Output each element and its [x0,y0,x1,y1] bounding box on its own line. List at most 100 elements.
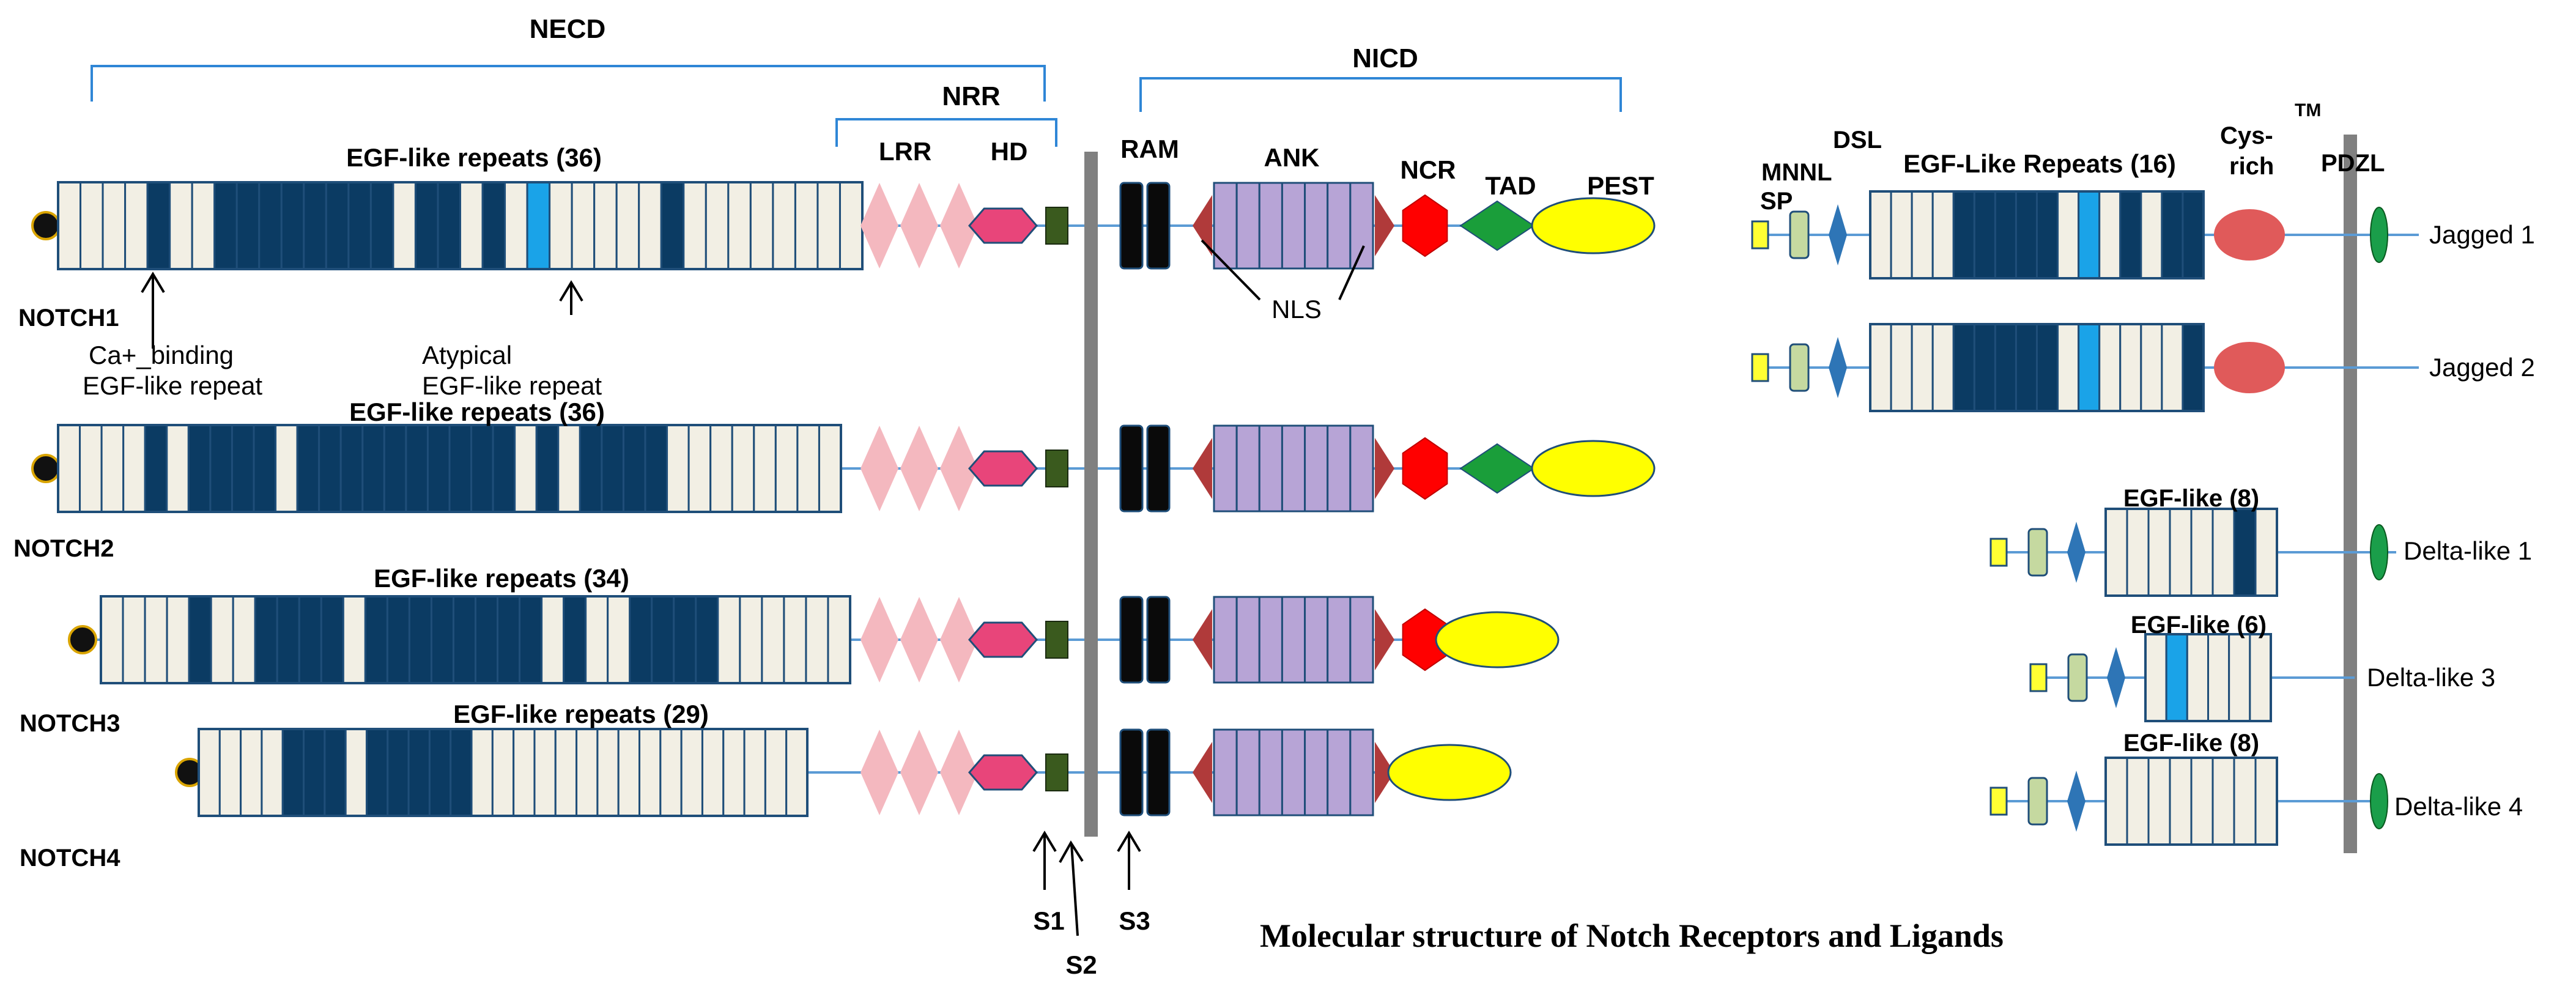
delta1-egf-repeat [2126,508,2150,597]
ram-label: RAM [1120,135,1179,163]
notch1-egf-repeat [705,181,730,270]
jagged1-egf-repeat [2140,190,2163,279]
notch3-egf-repeat [342,595,366,684]
notch4-egf-repeat [365,728,389,817]
notch4-egf-repeat [743,728,766,817]
notch3-egf-repeat [673,595,697,684]
nicd-bracket [1139,77,1622,112]
notch3-egf-repeat [783,595,807,684]
notch4-egf-repeat [428,728,452,817]
notch1-lrr [900,183,938,268]
delta1-egf-repeat [2254,508,2278,597]
notch4-egf-repeat [513,728,536,817]
notch1-egf-repeat [146,181,171,270]
pest-label: PEST [1587,171,1654,200]
jagged1-egf-repeat [1973,190,1996,279]
tm-label: TM [2295,100,2321,120]
notch3-egf-repeat [210,595,234,684]
delta3-egf-repeat [2228,633,2251,722]
notch4-egf-repeat [576,728,599,817]
notch2-ncr [1402,437,1448,500]
notch2-egf-repeat [339,424,364,513]
notch2-egf-repeat [492,424,516,513]
notch2-egf-repeat [426,424,451,513]
notch3-egf-repeat [519,595,543,684]
figure-caption: Molecular structure of Notch Receptors a… [1260,917,2004,954]
delta3-egf-repeats [2144,633,2272,722]
notch2-egf-repeat [622,424,646,513]
notch1-nls-left [1193,195,1212,256]
delta4-egf-frame [2104,757,2278,846]
notch1-egf-repeat [347,181,372,270]
notch2-egf-repeat [557,424,581,513]
notch1-egf-repeat [392,181,416,270]
delta4-egf-repeat [2104,757,2128,846]
notch2-egf-repeat [470,424,494,513]
notch1-egf-repeat [102,181,127,270]
notch1-ncr [1402,194,1448,257]
notch4-egf-repeat [638,728,662,817]
nls-pointer-right [1338,245,1365,300]
jagged1-egf-repeat [1911,190,1934,279]
notch3-pest [1435,611,1560,668]
delta1-egf-repeat [2211,508,2235,597]
notch2-egf-repeat [818,424,842,513]
jagged2-egf-repeat [1911,323,1934,412]
notch1-egf-repeat [772,181,796,270]
notch1-egf-repeat [727,181,752,270]
notch3-egf-repeat [475,595,499,684]
notch2-egf-repeat [122,424,146,513]
notch2-tad [1459,443,1535,494]
notch1-ank-repeat [1235,182,1260,270]
delta1-egf-frame [2104,508,2278,597]
notch1-ank-repeat [1258,182,1283,270]
notch2-egf-repeat [253,424,277,513]
notch3-egf-repeat [541,595,565,684]
notch2-egf-repeat [514,424,538,513]
delta3-dsl [2107,647,2125,708]
notch2-pest [1531,440,1656,497]
notch1-ram-1 [1119,182,1144,270]
notch1-s1-box [1045,207,1068,245]
notch3-egf-repeat [298,595,322,684]
jagged1-egf-repeat [1890,190,1913,279]
jagged2-egf-repeat [1890,323,1913,412]
notch4-egf-repeat [659,728,683,817]
notch2-s1-box [1045,450,1068,487]
nicd-label: NICD [1352,43,1418,73]
notch2-ank-repeat [1327,424,1352,513]
jagged1-egf-repeat [1869,190,1892,279]
jagged1-egf-repeat [2078,190,2101,279]
notch3-egf-repeat [827,595,851,684]
jagged2-egf-frame [1869,323,2205,412]
jagged2-name: Jagged 2 [2429,353,2535,382]
notch1-egf-repeat [57,181,82,270]
notch3-egf-repeat [188,595,212,684]
cys-label-1: Cys- [2220,122,2273,149]
mnnl-label: MNNL [1761,159,1832,186]
notch1-egf-repeat [504,181,528,270]
notch3-egf-repeat [585,595,609,684]
notch1-egf-repeat [80,181,104,270]
notch4-nls-left [1193,742,1212,803]
notch3-ram-2 [1146,596,1171,684]
jagged2-cys-rich [2214,342,2285,393]
notch3-egf-repeat [739,595,763,684]
nls-pointer-left [1201,239,1261,301]
tad-label: TAD [1485,171,1536,200]
s2-label: S2 [1065,950,1097,979]
notch3-egf-repeat [563,595,587,684]
notch1-nls-right [1375,195,1394,256]
notch3-egf-repeat [122,595,146,684]
jagged2-egf-repeat [2015,323,2038,412]
region-brackets [91,65,1622,147]
notch4-pest [1387,744,1512,801]
notch2-repeats-label: EGF-like repeats (36) [349,398,605,426]
notch4-lrr [940,730,978,815]
notch2-lrr [861,426,898,511]
notch1-egf-repeat [526,181,551,270]
notch4-egf-repeat [198,728,221,817]
notch3-egf-repeat [651,595,675,684]
notch4-repeats-label: EGF-like repeats (29) [453,700,709,728]
notch1-egf-repeat [838,181,864,270]
